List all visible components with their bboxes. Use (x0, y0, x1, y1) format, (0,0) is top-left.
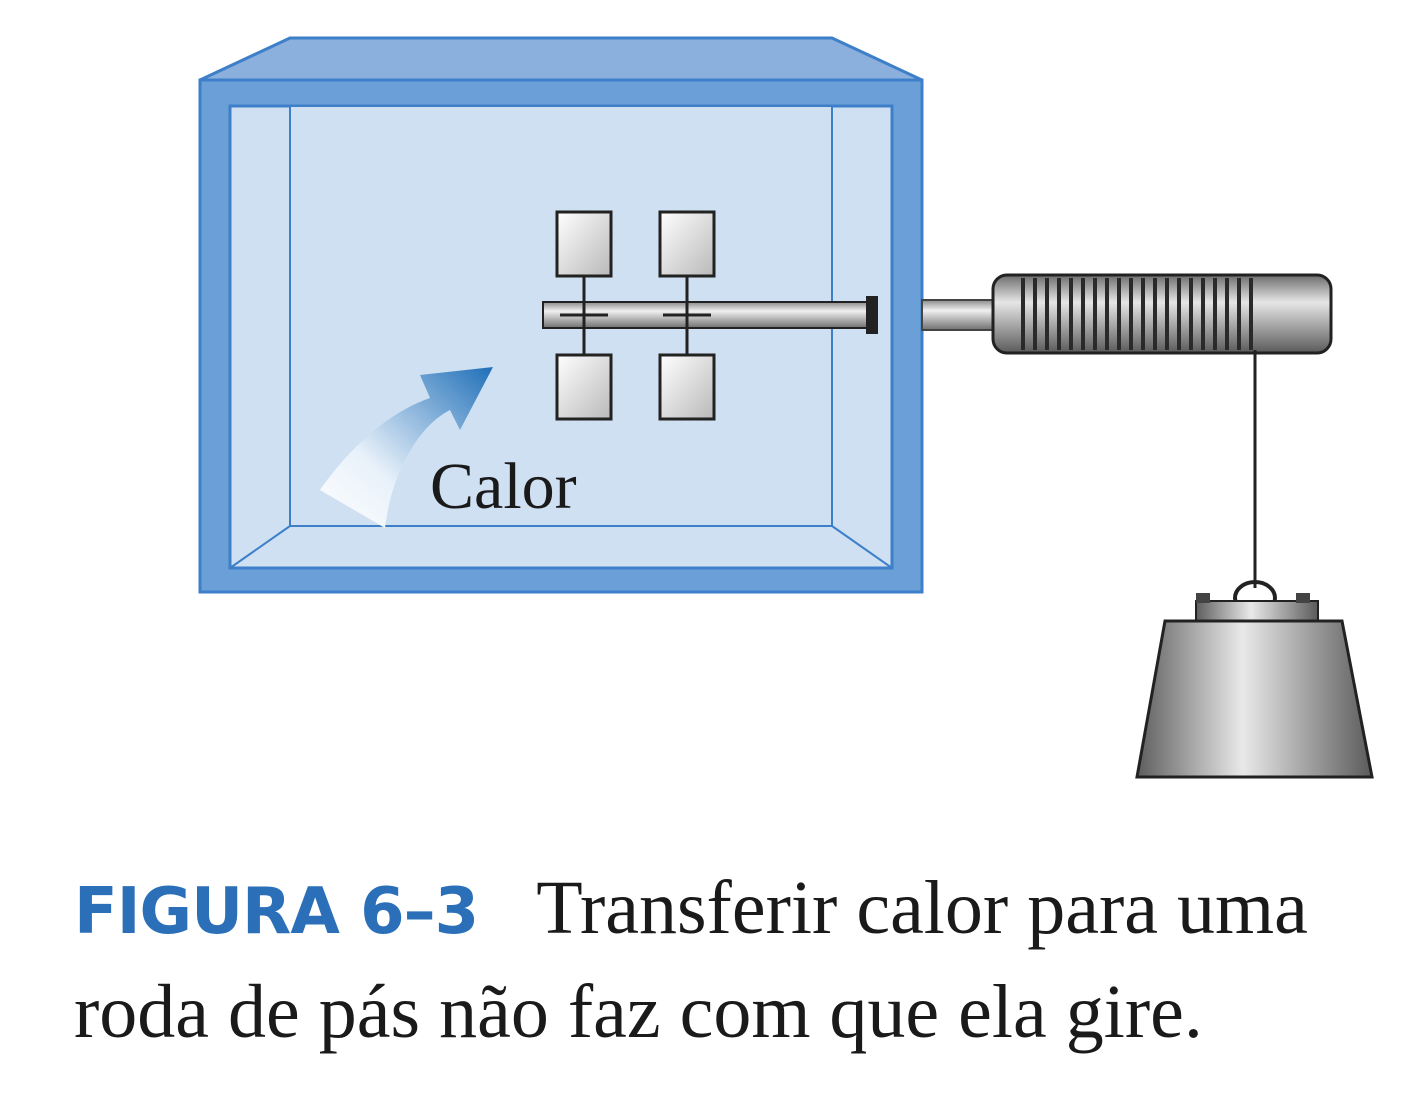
caption-line-1: FIGURA 6–3 Transferir calor para uma (74, 858, 1404, 962)
heat-arrow (320, 367, 493, 528)
paddle-blade (555, 210, 613, 278)
paddle-blade (658, 353, 716, 421)
figure-number: FIGURA 6–3 (74, 875, 479, 949)
paddle-blade (555, 353, 613, 421)
external-shaft (921, 299, 999, 331)
weight-body (1135, 619, 1374, 779)
caption-text-1: Transferir calor para uma (536, 866, 1308, 950)
heat-label: Calor (430, 450, 577, 523)
pulley-assembly (921, 273, 1333, 588)
rope-windings (1021, 278, 1253, 350)
paddle-blade (658, 210, 716, 278)
figure-caption: FIGURA 6–3 Transferir calor para uma roda… (74, 858, 1404, 1062)
caption-line-2: roda de pás não faz com que ela gire. (74, 962, 1404, 1062)
paddle-wheel-diagram: Calor (198, 36, 1374, 779)
caption-text-2: roda de pás não faz com que ela gire. (74, 970, 1203, 1054)
paddle-wheel (542, 210, 878, 421)
winding-drum (991, 273, 1333, 355)
hanging-weight (1135, 580, 1374, 779)
box-top-face (199, 36, 923, 82)
